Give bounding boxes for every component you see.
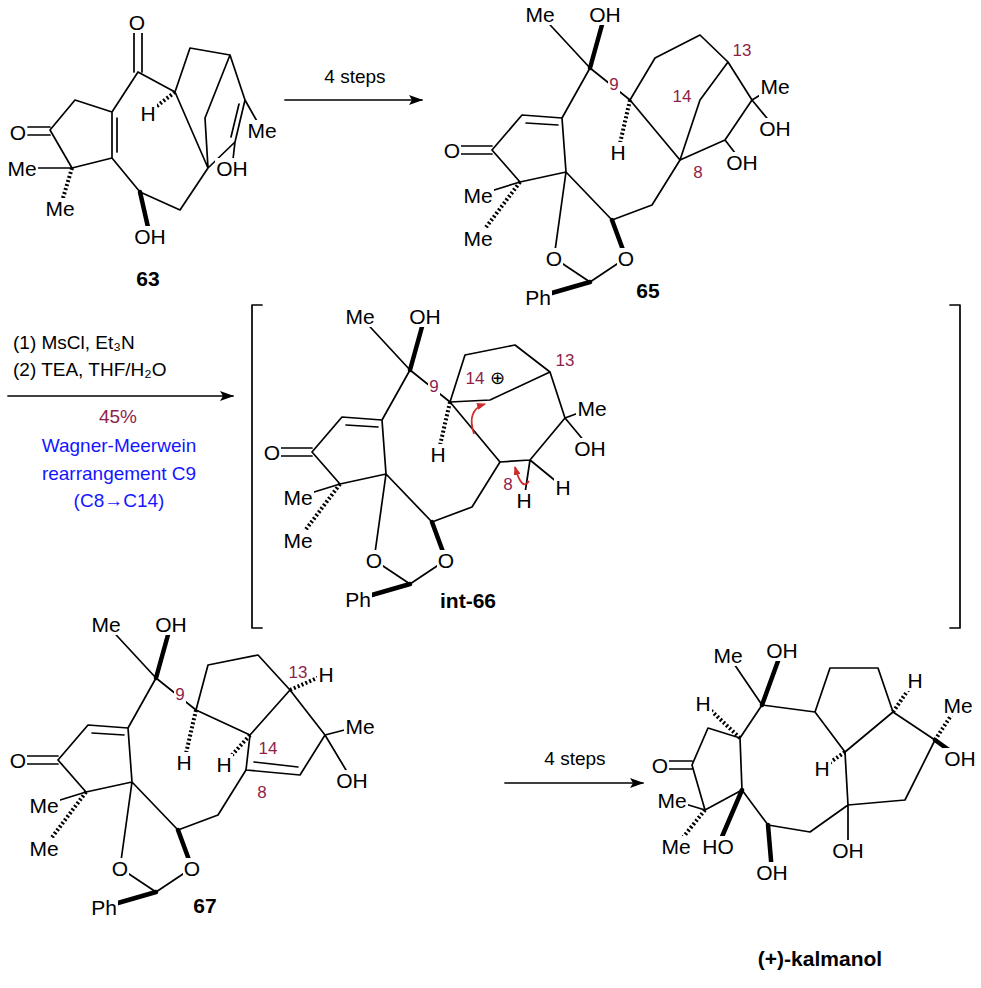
atom-label: Me bbox=[282, 530, 313, 551]
atom-label: H bbox=[609, 142, 626, 163]
atom-label: O bbox=[651, 755, 669, 776]
reaction-arrow bbox=[8, 395, 233, 397]
atom-label: Me bbox=[44, 198, 75, 219]
atom-label: Me bbox=[462, 228, 493, 249]
atom-label: O bbox=[365, 550, 383, 571]
atom-label: OH bbox=[831, 840, 865, 861]
atom-label: Ph bbox=[90, 897, 118, 918]
compound-number: 63 bbox=[135, 268, 160, 289]
atom-label: Ph bbox=[344, 589, 372, 610]
reaction-arrow bbox=[285, 99, 422, 101]
atom-label: Me bbox=[524, 4, 555, 25]
reaction-arrow bbox=[505, 782, 643, 784]
atom-label: O bbox=[443, 140, 461, 161]
atom-number: 13 bbox=[288, 664, 309, 681]
atom-label: OH bbox=[215, 158, 249, 179]
atom-number: 13 bbox=[555, 352, 576, 369]
atom-label: Me bbox=[6, 158, 37, 179]
atom-number: 8 bbox=[692, 164, 703, 181]
atom-number: 14 bbox=[672, 88, 693, 105]
atom-label: Me bbox=[712, 645, 743, 666]
compound-65-skeleton bbox=[452, 14, 775, 297]
compound-number: 65 bbox=[635, 280, 660, 301]
atom-label: H bbox=[139, 103, 156, 124]
atom-label: Ph bbox=[524, 287, 552, 308]
atom-label: OH bbox=[588, 4, 622, 25]
reagent-text: (1) MsCl, Et₃N bbox=[12, 333, 136, 352]
atom-label: O bbox=[545, 248, 563, 269]
atom-label: OH bbox=[943, 748, 977, 769]
atom-label: OH bbox=[133, 226, 167, 247]
compound-67-skeleton bbox=[18, 624, 360, 907]
atom-label: O bbox=[9, 122, 27, 143]
reagent-text: 4 steps bbox=[323, 67, 386, 86]
atom-number: 13 bbox=[732, 42, 753, 59]
atom-label: O bbox=[128, 12, 146, 33]
atom-label: Me bbox=[576, 398, 607, 419]
atom-label: OH bbox=[573, 438, 607, 459]
charge-symbol: ⊕ bbox=[489, 369, 506, 387]
atom-label: O bbox=[617, 248, 635, 269]
atom-label: Me bbox=[28, 795, 59, 816]
atom-label: Me bbox=[28, 838, 59, 859]
atom-label: OH bbox=[725, 152, 759, 173]
atom-label: Me bbox=[246, 120, 277, 141]
compound-number: int-66 bbox=[439, 590, 497, 611]
atom-number: 8 bbox=[256, 784, 267, 801]
atom-label: O bbox=[437, 550, 455, 571]
atom-label: Me bbox=[282, 487, 313, 508]
atom-number: 9 bbox=[428, 378, 439, 395]
atom-label: O bbox=[111, 858, 129, 879]
atom-label: OH bbox=[154, 614, 188, 635]
compound-number: 67 bbox=[192, 895, 217, 916]
reaction-note: Wagner-Meerwein rearrangement C9 (C8→C14… bbox=[27, 432, 211, 515]
atom-number: 14 bbox=[258, 740, 279, 757]
atom-label: Me bbox=[344, 716, 375, 737]
atom-label: Me bbox=[759, 76, 790, 97]
atom-label: OH bbox=[408, 306, 442, 327]
reagent-text: 4 steps bbox=[543, 749, 606, 768]
atom-label: Me bbox=[344, 306, 375, 327]
atom-label: Me bbox=[942, 695, 973, 716]
atom-label: H bbox=[429, 444, 446, 465]
atom-label: HO bbox=[701, 836, 735, 857]
atom-label: Me bbox=[90, 614, 121, 635]
atom-label: H bbox=[813, 758, 830, 779]
atom-label: O bbox=[183, 858, 201, 879]
atom-label: OH bbox=[755, 862, 789, 883]
atom-label: OH bbox=[335, 770, 369, 791]
atom-label: O bbox=[9, 750, 27, 771]
atom-number: 9 bbox=[608, 76, 619, 93]
atom-number: 9 bbox=[174, 686, 185, 703]
atom-number: 8 bbox=[502, 476, 513, 493]
atom-label: H bbox=[317, 664, 334, 685]
atom-label: Me bbox=[660, 836, 691, 857]
atom-number: 14 bbox=[465, 370, 486, 387]
reagent-text: (2) TEA, THF/H₂O bbox=[12, 360, 167, 379]
atom-label: Me bbox=[656, 790, 687, 811]
kalmanol-skeleton bbox=[660, 650, 960, 872]
compound-number: (+)-kalmanol bbox=[757, 948, 883, 969]
compound-63-skeleton bbox=[22, 22, 262, 236]
atom-label: O bbox=[263, 442, 281, 463]
atom-label: H bbox=[175, 752, 192, 773]
atom-label: H bbox=[554, 477, 571, 498]
atom-label: H bbox=[906, 670, 923, 691]
atom-label: H bbox=[515, 490, 532, 511]
atom-label: Me bbox=[462, 185, 493, 206]
yield-text: 45% bbox=[98, 407, 138, 426]
atom-label: H bbox=[215, 754, 232, 775]
intermediate-66-skeleton bbox=[252, 305, 960, 628]
atom-label: OH bbox=[765, 640, 799, 661]
atom-label: OH bbox=[758, 118, 792, 139]
atom-label: H bbox=[694, 693, 711, 714]
